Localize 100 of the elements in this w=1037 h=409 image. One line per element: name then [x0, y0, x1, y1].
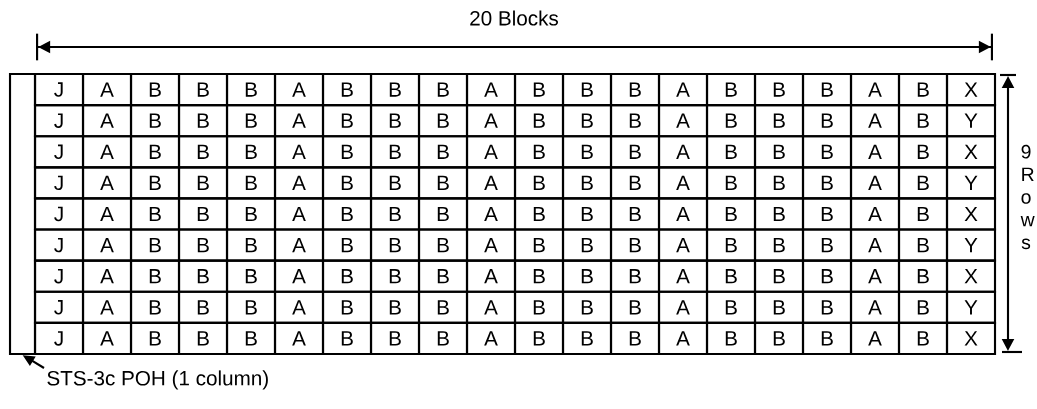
table-cell: A	[657, 290, 709, 324]
table-cell: B	[609, 72, 661, 107]
table-cell: B	[801, 104, 853, 138]
table-cell: B	[321, 104, 373, 138]
table-cell: B	[609, 290, 661, 324]
table-cell: B	[705, 197, 757, 231]
table-cell: B	[561, 259, 613, 293]
table-cell: B	[321, 197, 373, 231]
table-cell: B	[177, 104, 229, 138]
caption-text: STS-3c POH (1 column)	[47, 370, 268, 390]
table-cell: A	[81, 228, 133, 262]
table-cell: B	[561, 290, 613, 324]
dimension-label: 20 Blocks	[470, 10, 558, 26]
table-cell: B	[561, 321, 613, 356]
table-cell: A	[657, 321, 709, 356]
table-cell: A	[849, 104, 901, 138]
table-cell: B	[609, 228, 661, 262]
table-cell: B	[225, 197, 277, 231]
table-cell: B	[753, 166, 805, 200]
table-cell: B	[321, 321, 373, 356]
table-cell: B	[513, 104, 565, 138]
overhead-column	[8, 72, 37, 356]
table-cell: A	[465, 259, 517, 293]
table-cell: B	[609, 104, 661, 138]
table-cell: B	[705, 72, 757, 107]
table-cell: B	[225, 135, 277, 169]
table-cell: B	[705, 135, 757, 169]
table-cell: A	[465, 72, 517, 107]
table-cell: A	[657, 135, 709, 169]
table-cell: B	[225, 290, 277, 324]
table-cell: B	[513, 228, 565, 262]
table-cell: B	[369, 228, 421, 262]
table-cell: B	[753, 290, 805, 324]
table-cell: A	[273, 290, 325, 324]
table-cell: B	[513, 166, 565, 200]
table-cell: B	[897, 72, 949, 107]
table-cell: B	[129, 104, 181, 138]
table-cell: B	[177, 259, 229, 293]
table-cell: B	[417, 197, 469, 231]
table-cell: B	[897, 321, 949, 356]
table-cell: Y	[945, 166, 997, 200]
table-cell: B	[561, 104, 613, 138]
table-cell: B	[225, 259, 277, 293]
table-cell: A	[465, 321, 517, 356]
table-cell: B	[417, 228, 469, 262]
table-cell: B	[609, 321, 661, 356]
table-cell: B	[561, 72, 613, 107]
table-cell: A	[849, 197, 901, 231]
table-cell: A	[465, 290, 517, 324]
table-cell: J	[33, 321, 85, 356]
table-cell: A	[465, 135, 517, 169]
table-cell: A	[81, 135, 133, 169]
table-cell: B	[705, 228, 757, 262]
table-cell: B	[897, 259, 949, 293]
table-cell: B	[753, 228, 805, 262]
table-cell: B	[177, 72, 229, 107]
table-cell: B	[801, 135, 853, 169]
table-cell: Y	[945, 228, 997, 262]
table-cell: B	[705, 321, 757, 356]
table-cell: B	[417, 72, 469, 107]
table-cell: B	[561, 135, 613, 169]
table-cell: B	[801, 290, 853, 324]
table-cell: A	[849, 321, 901, 356]
table-cell: B	[897, 197, 949, 231]
table-cell: J	[33, 290, 85, 324]
table-cell: B	[417, 290, 469, 324]
table-cell: A	[849, 290, 901, 324]
table-cell: A	[81, 72, 133, 107]
table-cell: A	[465, 166, 517, 200]
table-cell: Y	[945, 290, 997, 324]
table-cell: B	[321, 135, 373, 169]
table-cell: A	[657, 72, 709, 107]
table-cell: B	[129, 166, 181, 200]
table-cell: B	[225, 228, 277, 262]
table-cell: B	[897, 290, 949, 324]
table-cell: B	[609, 135, 661, 169]
table-cell: B	[177, 321, 229, 356]
table-cell: B	[417, 321, 469, 356]
table-cell: B	[321, 228, 373, 262]
table-cell: J	[33, 259, 85, 293]
table-cell: B	[417, 135, 469, 169]
table-cell: B	[753, 104, 805, 138]
table-cell: A	[657, 166, 709, 200]
table-cell: J	[33, 135, 85, 169]
table-cell: Y	[945, 104, 997, 138]
table-cell: B	[321, 166, 373, 200]
table-cell: X	[945, 197, 997, 231]
table-cell: B	[417, 166, 469, 200]
table-cell: B	[129, 72, 181, 107]
table-cell: B	[513, 72, 565, 107]
table-cell: B	[177, 197, 229, 231]
dimension-label: 9 R o w s	[1020, 144, 1035, 250]
table-cell: J	[33, 166, 85, 200]
table-cell: B	[369, 259, 421, 293]
table-cell: A	[273, 135, 325, 169]
table-cell: B	[561, 166, 613, 200]
table-cell: B	[705, 166, 757, 200]
table-cell: B	[705, 104, 757, 138]
table-cell: B	[801, 72, 853, 107]
table-cell: B	[129, 197, 181, 231]
